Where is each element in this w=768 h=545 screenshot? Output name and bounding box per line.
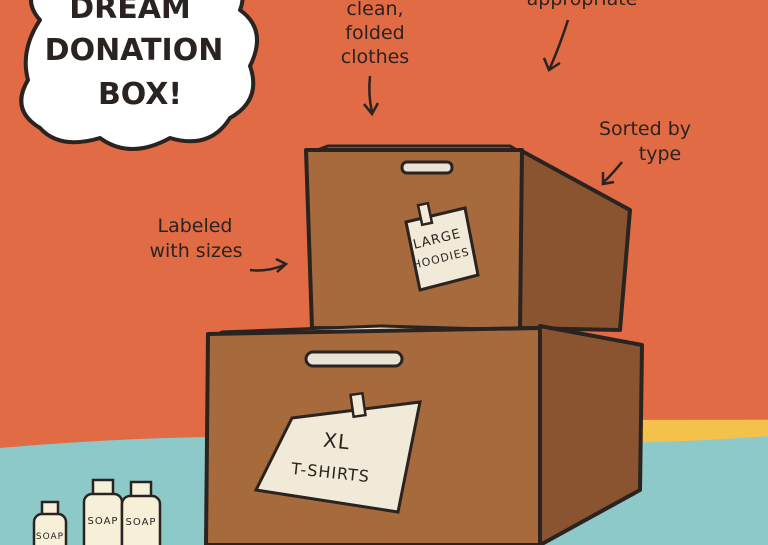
title-line-3: BOX! xyxy=(98,77,182,112)
annotation-sorted: Sorted by type xyxy=(599,118,691,186)
annotation-clean-line-3: clothes xyxy=(341,46,409,68)
arrow-appropriate xyxy=(548,19,570,69)
label-xl-tshirts: XL T-SHIRTS xyxy=(253,391,422,514)
soap-label-2: SOAP xyxy=(88,516,119,527)
sunburst-ray xyxy=(430,292,768,420)
arrow-appropriate-head xyxy=(542,57,561,72)
bottom-donation-box: XL T-SHIRTS xyxy=(204,324,644,545)
label-xl-line-1: XL xyxy=(322,428,351,455)
arrow-clean-head xyxy=(363,102,380,117)
annotation-appropriate-line-1: appropriate xyxy=(527,0,638,10)
annotation-labeled: Labeled with sizes xyxy=(149,215,289,273)
title-line-1: DREAM xyxy=(69,0,191,26)
sunburst-ray xyxy=(430,39,768,420)
arrow-labeled xyxy=(249,263,285,272)
title-cloud: DREAM DONATION BOX! xyxy=(19,0,259,151)
annotation-clean-line-1: clean, xyxy=(346,0,403,20)
soap-label-3: SOAP xyxy=(126,517,157,528)
arrow-labeled-head xyxy=(275,257,289,273)
soap-bottle-3: SOAP xyxy=(120,480,162,545)
soap-bottles: SOAP SOAP SOAP xyxy=(32,478,162,545)
annotation-sorted-line-1: Sorted by xyxy=(599,118,691,140)
label-large-hoodies: LARGE HOODIES xyxy=(404,201,480,292)
soap-label-1: SOAP xyxy=(36,532,64,542)
annotation-clean: clean, folded clothes xyxy=(341,0,409,117)
title-line-2: DONATION xyxy=(45,33,224,68)
soap-bottle-1: SOAP xyxy=(32,500,68,545)
annotation-labeled-line-2: with sizes xyxy=(149,240,242,262)
annotation-appropriate: appropriate xyxy=(527,0,638,72)
arrow-sorted-head xyxy=(601,172,615,186)
arrow-clean xyxy=(368,75,374,113)
annotation-clean-line-2: folded xyxy=(345,22,404,44)
arrow-sorted xyxy=(603,161,623,183)
soap-bottle-2: SOAP xyxy=(82,478,124,545)
top-donation-box: LARGE HOODIES xyxy=(304,144,632,332)
annotation-labeled-line-1: Labeled xyxy=(157,215,232,237)
annotation-sorted-line-2: type xyxy=(639,143,681,165)
